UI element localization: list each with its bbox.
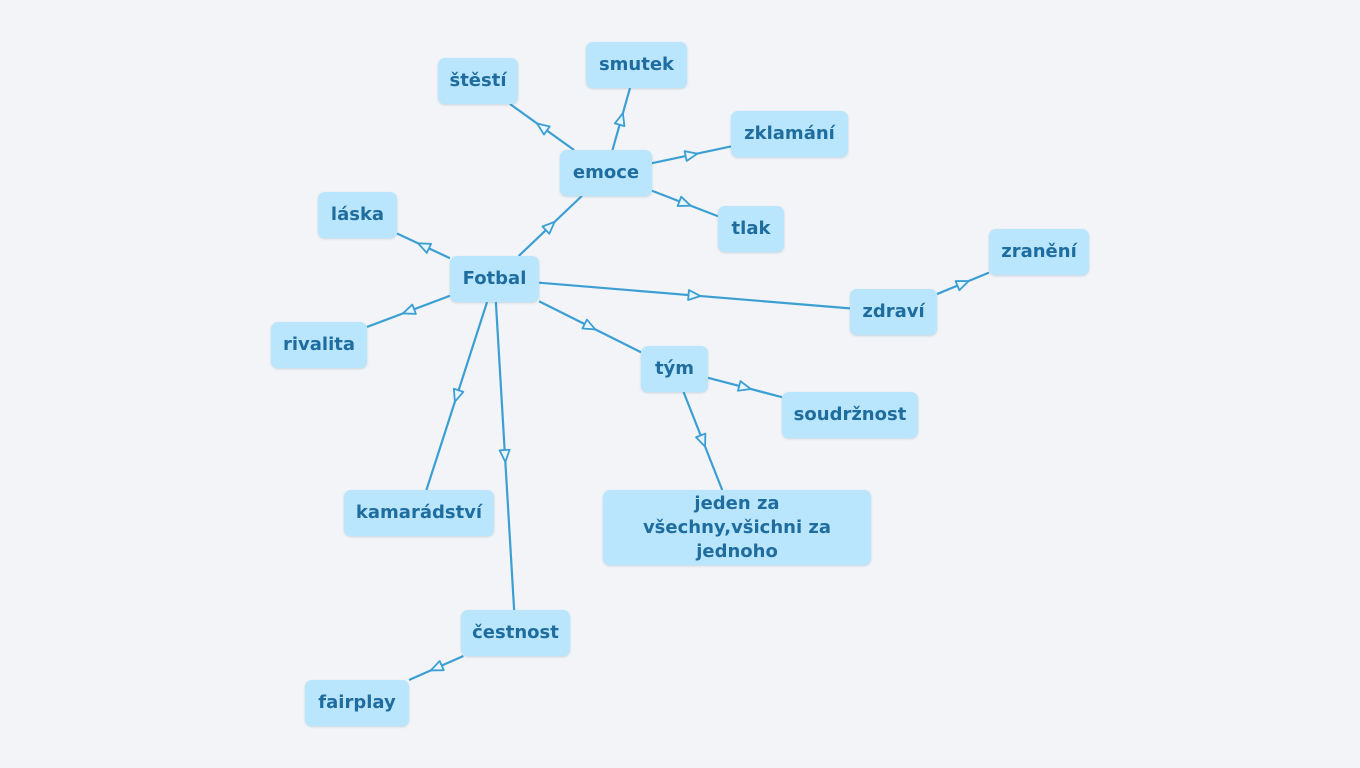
node-rivalita[interactable]: rivalita: [271, 322, 367, 368]
node-smutek[interactable]: smutek: [586, 42, 687, 88]
node-emoce[interactable]: emoce: [560, 150, 652, 196]
arrow-fotbal-kamaradstvi: [452, 387, 465, 403]
arrow-fotbal-cestnost: [498, 448, 511, 463]
node-kamaradstvi[interactable]: kamarádství: [344, 490, 494, 536]
node-zraneni[interactable]: zranění: [989, 229, 1089, 275]
arrow-fotbal-laska: [417, 242, 432, 254]
node-tlak[interactable]: tlak: [718, 206, 784, 252]
arrow-zdravi-zraneni: [954, 280, 970, 292]
node-laska[interactable]: láska: [318, 192, 397, 238]
node-zklamani[interactable]: zklamání: [731, 111, 848, 157]
arrow-emoce-smutek: [613, 112, 626, 128]
node-jeden-za-vsechny[interactable]: jeden za všechny,všichni za jednoho: [603, 490, 871, 565]
arrow-fotbal-emoce: [541, 220, 556, 235]
arrow-fotbal-rivalita: [401, 303, 417, 315]
node-soudrznost[interactable]: soudržnost: [782, 392, 918, 438]
arrow-fotbal-tym: [581, 318, 597, 331]
arrow-emoce-stesti: [536, 122, 551, 136]
node-tym[interactable]: tým: [641, 346, 708, 392]
arrow-emoce-tlak: [676, 195, 692, 207]
arrow-tym-soudrznost: [737, 380, 752, 392]
node-zdravi[interactable]: zdraví: [850, 289, 937, 335]
node-stesti[interactable]: štěstí: [438, 58, 518, 104]
node-fotbal[interactable]: Fotbal: [450, 256, 539, 302]
node-fairplay[interactable]: fairplay: [305, 680, 409, 726]
arrow-cestnost-fairplay: [429, 660, 445, 672]
arrow-emoce-zklamani: [683, 150, 699, 162]
arrow-fotbal-zdravi: [687, 289, 702, 301]
arrow-tym-jeden: [695, 432, 707, 448]
node-cestnost[interactable]: čestnost: [461, 610, 570, 656]
